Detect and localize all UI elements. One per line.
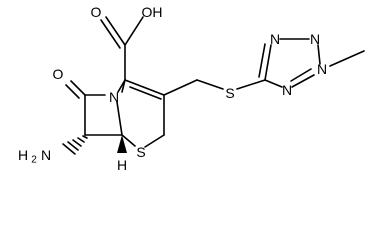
atom-labels: O N S H H 2 N O OH S N N N N <box>18 4 327 173</box>
bond-tet-c-n1 <box>264 44 272 81</box>
bond-c4-c3 <box>124 79 165 96</box>
bond-s-c6 <box>121 134 136 147</box>
bond-ch2-s <box>196 79 224 90</box>
atom-h-stereo: H <box>117 157 127 173</box>
bond-s-tet <box>236 79 266 90</box>
bond-c8-o-double <box>65 84 80 99</box>
bond-c2-s <box>144 134 165 148</box>
bond-c4-c3-double <box>129 86 162 100</box>
atom-o-carbonyl: O <box>53 66 64 82</box>
atom-s-ring: S <box>136 144 145 160</box>
atom-nh2-subscript: 2 <box>31 155 37 166</box>
bond-c6-n <box>116 101 123 136</box>
bond-tet-c-n1-double <box>258 43 266 78</box>
bond-n3-methyl <box>329 50 365 67</box>
hashed-wedge-c7-nh2 <box>62 135 88 155</box>
atom-nh2-n: N <box>41 147 51 163</box>
atom-nh2-h: H <box>18 147 28 163</box>
atom-s-link: S <box>225 85 234 101</box>
bond-cooh-o-double <box>100 19 121 49</box>
wedge-c6-h <box>117 135 127 153</box>
bond-n4-c <box>264 79 283 88</box>
bond-n3-n4-double <box>290 68 312 82</box>
bonds <box>62 16 365 155</box>
atom-cooh-oh: OH <box>142 4 163 20</box>
bond-cooh-oh <box>124 16 144 46</box>
bond-cooh-o <box>105 16 126 46</box>
atom-tet-n2: N <box>310 31 320 47</box>
atom-n-ring: N <box>109 89 119 105</box>
atom-tet-n1: N <box>270 31 280 47</box>
bond-n-c4b <box>117 79 126 93</box>
atom-tet-n3: N <box>317 61 327 77</box>
chemical-structure: O N S H H 2 N O OH S N N N N <box>18 4 365 173</box>
atom-cooh-o: O <box>91 4 102 20</box>
atom-tet-n4: N <box>282 82 292 98</box>
bond-c3-ch2 <box>163 79 198 96</box>
bond-c8-o <box>70 80 86 96</box>
bond-n2-n3 <box>317 44 321 65</box>
bond-n3-n4 <box>291 74 315 88</box>
